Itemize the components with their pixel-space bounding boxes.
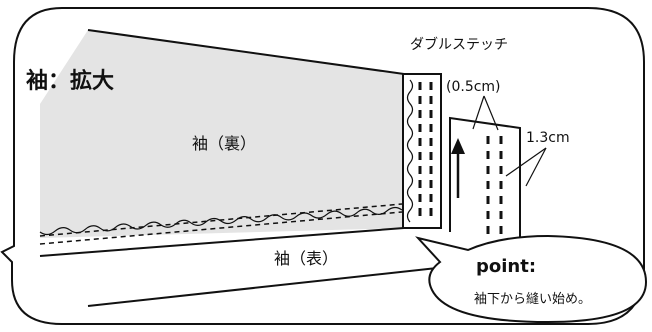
stitch-width-label: (0.5cm) (446, 79, 501, 95)
overlock-seam-vertical (406, 79, 414, 223)
sleeve-top-edge (87, 29, 405, 75)
leader-offset-a (505, 147, 547, 177)
stitch-line-lower (39, 211, 403, 245)
point-body-text: 袖下から縫い始め。 (474, 292, 591, 307)
stitch-offset-label: 1.3cm (526, 130, 570, 146)
point-heading: point: (476, 256, 536, 277)
sleeve-back-panel (40, 30, 404, 238)
sleeve-edge-strip (450, 118, 520, 250)
diagram-title: 袖：拡大 (26, 68, 114, 94)
sleeve-edge-strip-outline (449, 116, 521, 245)
seam-allowance-box (402, 73, 442, 229)
point-callout-bubble (415, 234, 648, 324)
sleeve-lower-line (87, 261, 493, 307)
sleeve-front-label: 袖（表） (274, 249, 338, 268)
leader-stitch-width-a (472, 95, 485, 130)
leader-stitch-width-b (483, 95, 499, 131)
leader-offset-b (525, 147, 547, 187)
sleeve-bottom-edge (39, 227, 405, 257)
overlock-seam-bottom (39, 206, 403, 236)
sleeve-back-label: 袖（裏） (192, 134, 256, 153)
stitch-line-upper (39, 203, 403, 237)
direction-arrow-head (451, 138, 465, 154)
double-stitch-label: ダブルステッチ (410, 36, 508, 53)
